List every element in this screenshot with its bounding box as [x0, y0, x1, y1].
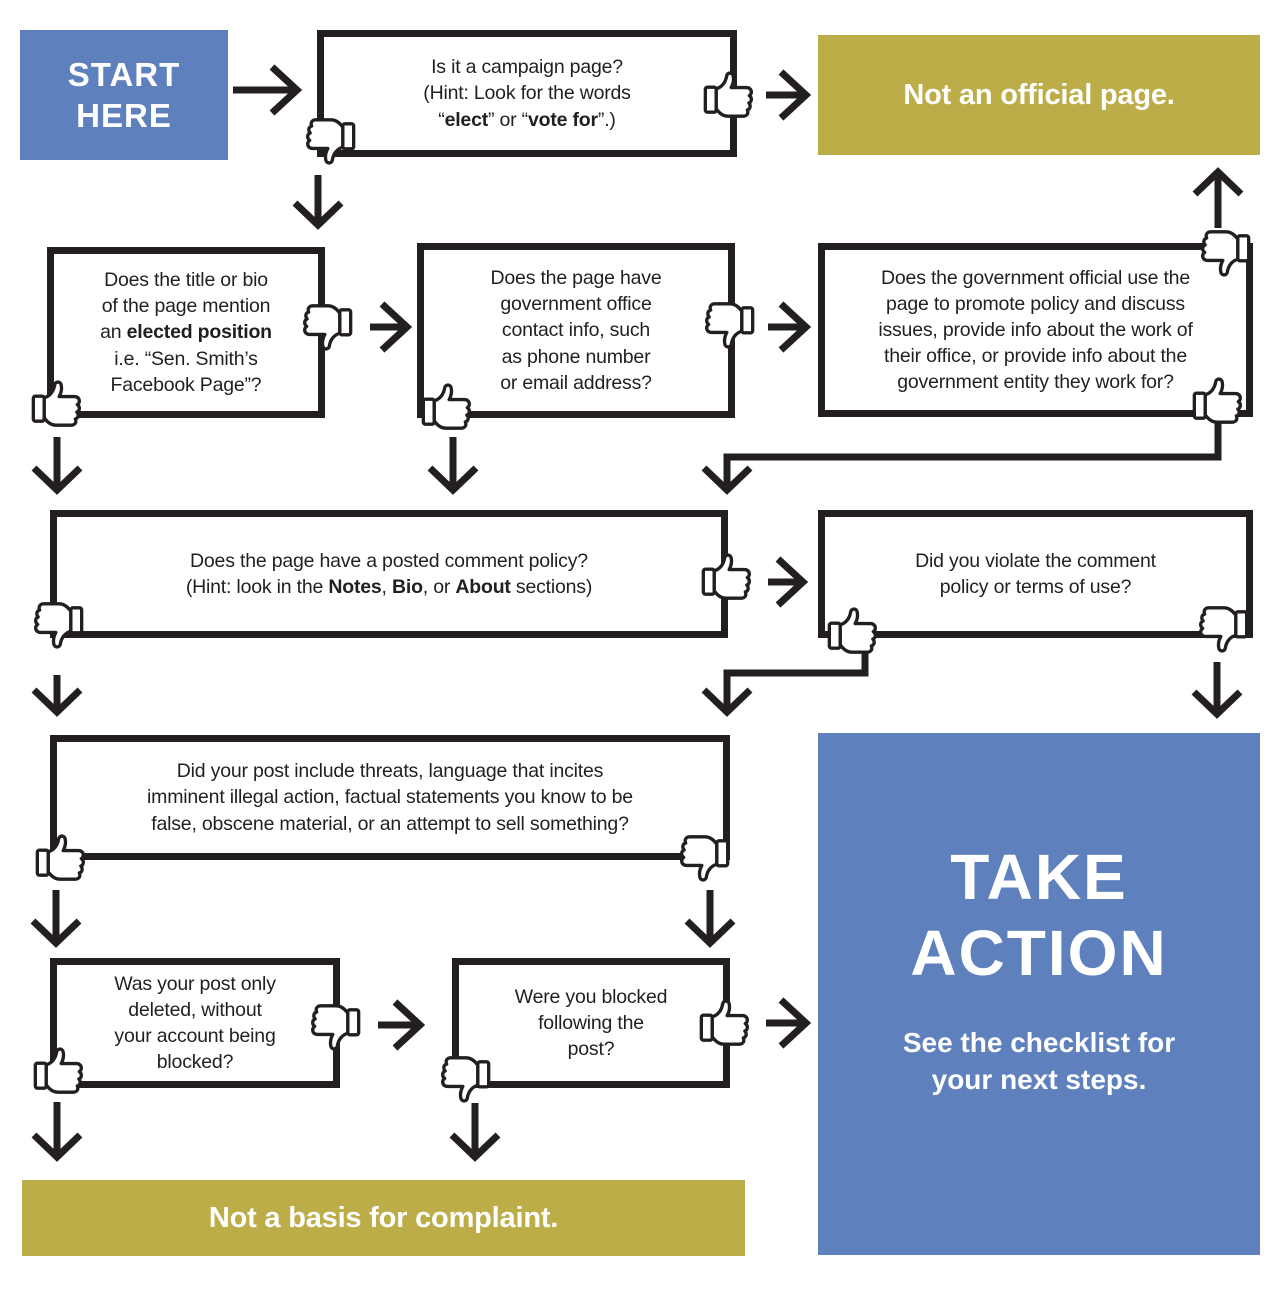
thumbs-down-icon	[25, 600, 85, 654]
arrow-blocked-yes-right	[766, 997, 812, 1049]
thumbs-down-icon	[696, 300, 756, 354]
arrow-titlebio-no-right	[370, 301, 413, 353]
thumbs-up-icon	[702, 66, 762, 120]
outcome-not-official-page: Not an official page.	[818, 35, 1260, 155]
arrow-deleted-no-right	[378, 999, 426, 1051]
thumbs-up-icon	[32, 1042, 92, 1096]
arrow-contact-yes-down	[427, 437, 479, 495]
arrow-policy-yes-to-violate	[768, 556, 809, 608]
arrow-campaign-no-down	[292, 175, 344, 230]
arrow-threats-no-down	[684, 890, 736, 948]
question-campaign-page-text: Is it a campaign page?(Hint: Look for th…	[423, 56, 631, 131]
arrow-promote-no-up	[1192, 167, 1244, 228]
thumbs-up-icon	[34, 829, 94, 883]
arrow-titlebio-yes-down	[31, 437, 83, 495]
question-campaign-page: Is it a campaign page?(Hint: Look for th…	[317, 30, 737, 157]
question-comment-policy-text: Does the page have a posted comment poli…	[185, 549, 593, 598]
arrow-violate-yes-elbow	[701, 650, 869, 717]
arrow-deleted-yes-down	[31, 1102, 83, 1162]
thumbs-up-icon	[30, 375, 90, 429]
thumbs-up-icon	[698, 994, 758, 1048]
question-comment-policy: Does the page have a posted comment poli…	[50, 510, 728, 638]
outcome-not-basis-complaint-label: Not a basis for complaint.	[208, 1201, 559, 1234]
question-post-threats: Did your post include threats, language …	[50, 735, 730, 860]
thumbs-up-icon	[420, 378, 480, 432]
question-post-threats-text: Did your post include threats, language …	[147, 760, 633, 835]
thumbs-up-icon	[1191, 372, 1251, 426]
thumbs-down-icon	[1192, 228, 1252, 282]
outcome-not-basis-complaint: Not a basis for complaint.	[22, 1180, 745, 1256]
thumbs-down-icon	[297, 116, 357, 170]
thumbs-down-icon	[294, 302, 354, 356]
thumbs-up-icon	[826, 602, 886, 656]
arrow-campaign-yes-to-not-official	[766, 69, 812, 121]
arrow-violate-no-down	[1191, 662, 1243, 719]
thumbs-down-icon	[432, 1054, 492, 1108]
arrow-threats-yes-down	[30, 890, 82, 948]
thumbs-down-icon	[1190, 604, 1250, 658]
arrow-policy-no-down	[31, 675, 83, 717]
arrow-start-to-campaign	[233, 64, 303, 116]
thumbs-up-icon	[700, 548, 760, 602]
thumbs-down-icon	[671, 833, 731, 887]
outcome-not-official-page-label: Not an official page.	[903, 78, 1175, 111]
arrow-blocked-no-down	[449, 1103, 501, 1162]
arrow-contact-no-right	[768, 301, 812, 353]
thumbs-down-icon	[302, 1002, 362, 1056]
arrow-promote-yes-elbow	[701, 423, 1222, 495]
